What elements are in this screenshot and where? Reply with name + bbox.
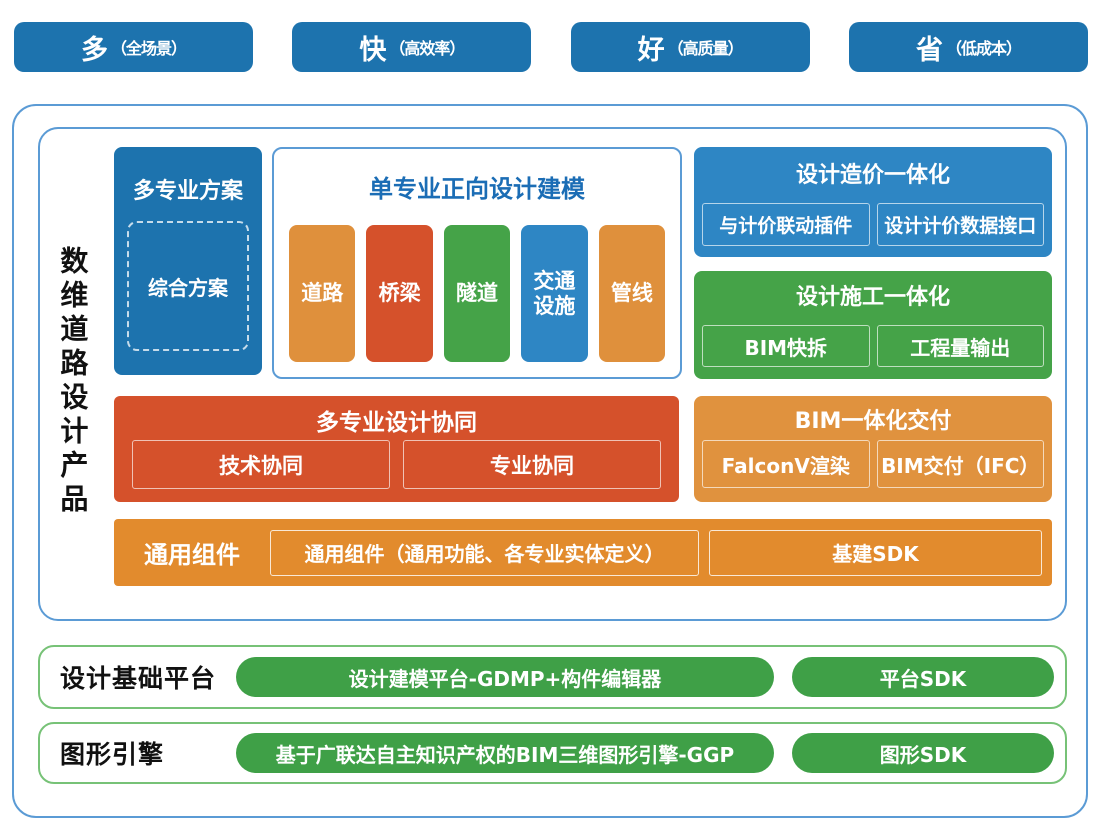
falconv-render-box: FalconV渲染 bbox=[702, 440, 870, 488]
platform-sdk-pill: 平台SDK bbox=[792, 657, 1054, 697]
common-components-label: 通用组件 bbox=[144, 541, 240, 569]
benefit-badges-row: 多 （全场景） 快 （高效率） 好 （高质量） 省 （低成本） bbox=[14, 22, 1088, 72]
design-build-block: 设计施工一体化 BIM快拆 工程量输出 bbox=[694, 271, 1052, 379]
discipline-collaboration-box: 专业协同 bbox=[403, 440, 661, 489]
bim-delivery-items: FalconV渲染 BIM交付（IFC） bbox=[702, 440, 1044, 488]
product-section: 数维道路设计产品 多专业方案 综合方案 单专业正向设计建模 道路 桥梁 隧道 交… bbox=[38, 127, 1067, 621]
common-components-strip: 通用组件 通用组件（通用功能、各专业实体定义） 基建SDK bbox=[114, 519, 1052, 586]
collaboration-block: 多专业设计协同 技术协同 专业协同 bbox=[114, 396, 679, 502]
quantity-output-box: 工程量输出 bbox=[876, 325, 1044, 367]
badge-more: 多 （全场景） bbox=[14, 22, 253, 72]
graphics-sdk-pill: 图形SDK bbox=[792, 733, 1054, 773]
gdmp-platform-pill: 设计建模平台-GDMP+构件编辑器 bbox=[236, 657, 774, 697]
badge-fast: 快 （高效率） bbox=[292, 22, 532, 72]
bim-delivery-title: BIM一体化交付 bbox=[794, 409, 952, 434]
architecture-frame: 数维道路设计产品 多专业方案 综合方案 单专业正向设计建模 道路 桥梁 隧道 交… bbox=[12, 104, 1088, 818]
design-platform-row: 设计基础平台 设计建模平台-GDMP+构件编辑器 平台SDK bbox=[38, 645, 1067, 709]
common-components-detail-box: 通用组件（通用功能、各专业实体定义） bbox=[270, 529, 699, 576]
badge-fast-keyword: 快 bbox=[359, 34, 387, 66]
single-modeling-title: 单专业正向设计建模 bbox=[369, 175, 585, 203]
multi-scheme-block: 多专业方案 综合方案 bbox=[114, 147, 262, 375]
design-cost-title: 设计造价一体化 bbox=[795, 163, 950, 188]
design-build-title: 设计施工一体化 bbox=[795, 285, 950, 310]
badge-good: 好 （高质量） bbox=[570, 22, 810, 72]
multi-scheme-title: 多专业方案 bbox=[132, 179, 243, 204]
bim-quick-breakdown-box: BIM快拆 bbox=[702, 325, 870, 367]
ggp-engine-pill: 基于广联达自主知识产权的BIM三维图形引擎-GGP bbox=[236, 733, 774, 773]
badge-save-keyword: 省 bbox=[915, 34, 943, 66]
design-cost-block: 设计造价一体化 与计价联动插件 设计计价数据接口 bbox=[694, 147, 1052, 257]
design-cost-items: 与计价联动插件 设计计价数据接口 bbox=[702, 203, 1044, 246]
discipline-tunnel: 隧道 bbox=[443, 225, 511, 362]
single-modeling-block: 单专业正向设计建模 道路 桥梁 隧道 交通设施 管线 bbox=[272, 147, 682, 379]
design-pricing-data-interface-box: 设计计价数据接口 bbox=[876, 203, 1044, 246]
discipline-traffic-facility: 交通设施 bbox=[521, 225, 588, 362]
technical-collaboration-box: 技术协同 bbox=[132, 440, 390, 489]
discipline-road: 道路 bbox=[289, 225, 356, 362]
badge-fast-subtitle: （高效率） bbox=[389, 39, 465, 58]
badge-good-keyword: 好 bbox=[637, 34, 665, 66]
bim-ifc-delivery-box: BIM交付（IFC） bbox=[876, 440, 1044, 488]
pricing-linkage-plugin-box: 与计价联动插件 bbox=[702, 203, 870, 246]
graphics-engine-label: 图形引擎 bbox=[60, 740, 165, 769]
design-platform-label: 设计基础平台 bbox=[60, 664, 217, 693]
design-build-items: BIM快拆 工程量输出 bbox=[702, 325, 1044, 367]
discipline-pipeline: 管线 bbox=[598, 225, 666, 362]
badge-more-subtitle: （全场景） bbox=[110, 39, 187, 58]
discipline-bridge: 桥梁 bbox=[366, 225, 433, 362]
infrastructure-sdk-box: 基建SDK bbox=[709, 529, 1042, 576]
discipline-pill-row: 道路 桥梁 隧道 交通设施 管线 bbox=[289, 225, 666, 362]
badge-good-subtitle: （高质量） bbox=[667, 39, 744, 58]
badge-save: 省 （低成本） bbox=[848, 22, 1088, 72]
integrated-scheme-box: 综合方案 bbox=[127, 221, 249, 351]
collaboration-items: 技术协同 专业协同 bbox=[132, 440, 661, 489]
bim-delivery-block: BIM一体化交付 FalconV渲染 BIM交付（IFC） bbox=[694, 396, 1052, 502]
badge-more-keyword: 多 bbox=[80, 34, 108, 66]
collaboration-title: 多专业设计协同 bbox=[316, 410, 477, 436]
badge-save-subtitle: （低成本） bbox=[945, 39, 1022, 58]
product-section-vertical-title: 数维道路设计产品 bbox=[56, 246, 90, 518]
graphics-engine-row: 图形引擎 基于广联达自主知识产权的BIM三维图形引擎-GGP 图形SDK bbox=[38, 722, 1067, 784]
